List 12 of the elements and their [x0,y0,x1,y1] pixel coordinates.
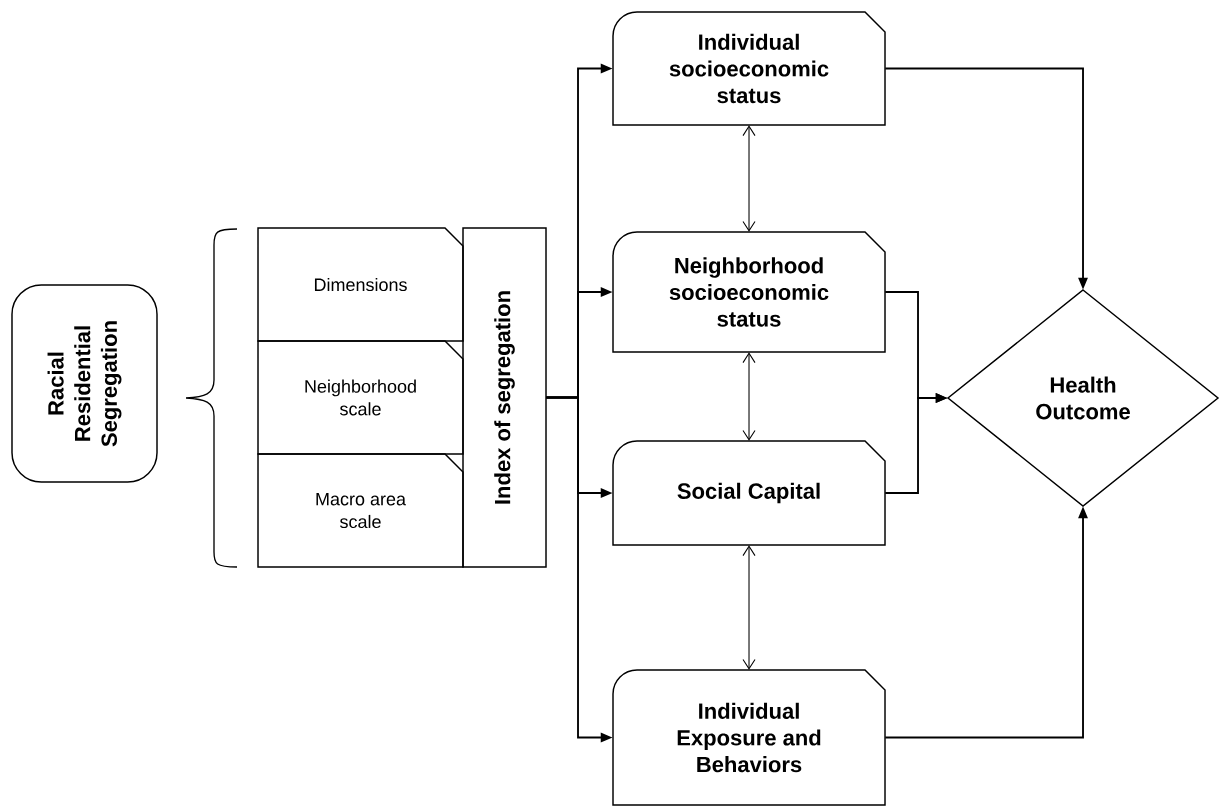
factor-box: Social Capital [612,440,886,546]
folded-box: Macro area scale [257,453,464,568]
arrow [742,125,756,232]
folded-box: Neighborhood scale [257,340,464,455]
rotated-label-box: Racial Residential Segregation [11,284,158,483]
factor-box: Neighborhood socioeconomic status [612,231,886,353]
arrow [742,545,756,670]
factor-box: Individual Exposure and Behaviors [612,669,886,806]
factor-box: Individual socioeconomic status [612,11,886,126]
arrow [742,352,756,441]
rotated-label-box: Index of segregation [462,227,547,568]
folded-box: Dimensions [257,227,464,342]
